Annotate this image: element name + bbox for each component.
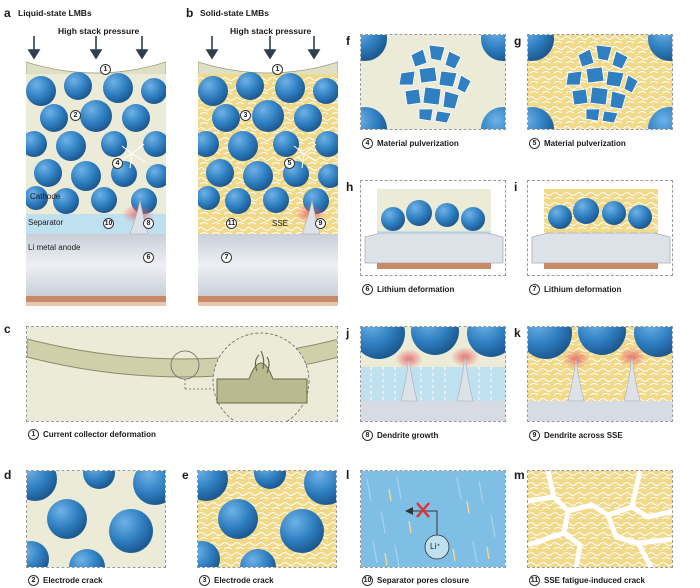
panel-h-letter: h: [346, 180, 354, 194]
panel-f-caption-text: Material pulverization: [377, 139, 459, 148]
badge-m: 11: [529, 575, 540, 586]
badge-b-11: 11: [226, 218, 237, 229]
current-collector-illustration: [27, 327, 337, 421]
badge-l: 10: [362, 575, 373, 586]
panel-b-title: Solid-state LMBs: [200, 8, 269, 18]
label-cathode: Cathode: [30, 192, 61, 201]
sse-fatigue-crack-illustration: [528, 471, 672, 567]
panel-i-box: [527, 180, 673, 276]
panel-c-caption-text: Current collector deformation: [43, 430, 156, 439]
panel-l-caption: 10 Separator pores closure: [362, 575, 469, 586]
panel-d-letter: d: [4, 468, 12, 482]
panel-a-cell-illustration: [26, 36, 166, 306]
dendrite-growth-illustration: [361, 327, 505, 421]
badge-f: 4: [362, 138, 373, 149]
electrode-crack-liquid: [27, 471, 165, 567]
panel-m-letter: m: [514, 468, 525, 482]
panel-b-letter: b: [186, 6, 194, 20]
label-separator: Separator: [28, 218, 64, 227]
panel-a-pressure-label: High stack pressure: [58, 26, 140, 36]
badge-i: 7: [529, 284, 540, 295]
panel-f-caption: 4 Material pulverization: [362, 138, 459, 149]
badge-a-6: 6: [143, 252, 154, 263]
panel-g-caption: 5 Material pulverization: [529, 138, 626, 149]
badge-a-2: 2: [70, 110, 81, 121]
badge-c: 1: [28, 429, 39, 440]
panel-b-cell-illustration: [198, 36, 338, 306]
panel-i-letter: i: [514, 180, 518, 194]
badge-a-10: 10: [103, 218, 114, 229]
badge-k: 9: [529, 430, 540, 441]
panel-b-pressure-label: High stack pressure: [230, 26, 312, 36]
panel-k-caption: 9 Dendrite across SSE: [529, 430, 623, 441]
pressure-arrows-b: [205, 36, 321, 60]
panel-j-letter: j: [346, 326, 350, 340]
panel-j-caption-text: Dendrite growth: [377, 431, 439, 440]
panel-h-caption: 6 Lithium deformation: [362, 284, 454, 295]
badge-d: 2: [28, 575, 39, 586]
li-ion-label: Li⁺: [430, 542, 441, 551]
panel-m-caption: 11 SSE fatigue-induced crack: [529, 575, 645, 586]
panel-d-box: [26, 470, 166, 568]
panel-k-caption-text: Dendrite across SSE: [544, 431, 623, 440]
panel-i-caption: 7 Lithium deformation: [529, 284, 621, 295]
panel-a-letter: a: [4, 6, 11, 20]
panel-l-box: [360, 470, 506, 568]
panel-g-letter: g: [514, 34, 522, 48]
pulverization-liquid: [361, 35, 505, 129]
lithium-deformation-solid: [528, 181, 672, 275]
badge-e: 3: [199, 575, 210, 586]
badge-j: 8: [362, 430, 373, 441]
blocked-cross-icon: [416, 502, 430, 518]
panel-e-caption-text: Electrode crack: [214, 576, 274, 585]
panel-m-box: [527, 470, 673, 568]
panel-l-caption-text: Separator pores closure: [377, 576, 470, 585]
badge-a-1: 1: [100, 64, 111, 75]
badge-b-5: 5: [284, 158, 295, 169]
badge-h: 6: [362, 284, 373, 295]
panel-e-box: [197, 470, 337, 568]
panel-k-box: [527, 326, 673, 422]
panel-f-letter: f: [346, 34, 350, 48]
panel-i-caption-text: Lithium deformation: [544, 285, 622, 294]
pulverization-solid: [528, 35, 672, 129]
panel-k-letter: k: [514, 326, 521, 340]
panel-e-letter: e: [182, 468, 189, 482]
panel-a-title: Liquid-state LMBs: [18, 8, 92, 18]
panel-h-caption-text: Lithium deformation: [377, 285, 455, 294]
badge-b-7: 7: [221, 252, 232, 263]
panel-e-caption: 3 Electrode crack: [199, 575, 274, 586]
panel-g-box: [527, 34, 673, 130]
fatigue-cracks: [528, 471, 672, 567]
lithium-deformation-liquid: [361, 181, 505, 275]
panel-m-caption-text: SSE fatigue-induced crack: [544, 576, 645, 585]
electrode-crack-solid: [198, 471, 336, 567]
panel-f-box: [360, 34, 506, 130]
panel-j-box: [360, 326, 506, 422]
panel-c-box: [26, 326, 338, 422]
pulverized-particle: [119, 143, 147, 169]
panel-g-caption-text: Material pulverization: [544, 139, 626, 148]
separator-pores-illustration: [361, 471, 505, 567]
label-sse: SSE: [272, 219, 289, 228]
panel-d-caption: 2 Electrode crack: [28, 575, 103, 586]
badge-a-8: 8: [143, 218, 154, 229]
panel-h-box: [360, 180, 506, 276]
badge-g: 5: [529, 138, 540, 149]
panel-c-letter: c: [4, 322, 11, 336]
panel-c-caption: 1 Current collector deformation: [28, 429, 156, 440]
cathode-particles: [26, 72, 166, 214]
panel-d-caption-text: Electrode crack: [43, 576, 103, 585]
badge-b-3: 3: [240, 110, 251, 121]
pressure-arrows: [27, 36, 149, 60]
badge-b-9: 9: [315, 218, 326, 229]
label-anode: Li metal anode: [28, 243, 81, 252]
panel-j-caption: 8 Dendrite growth: [362, 430, 438, 441]
panel-l-letter: l: [346, 468, 350, 482]
badge-a-4: 4: [112, 158, 123, 169]
badge-b-1: 1: [272, 64, 283, 75]
dendrite-across-sse-illustration: [528, 327, 672, 421]
